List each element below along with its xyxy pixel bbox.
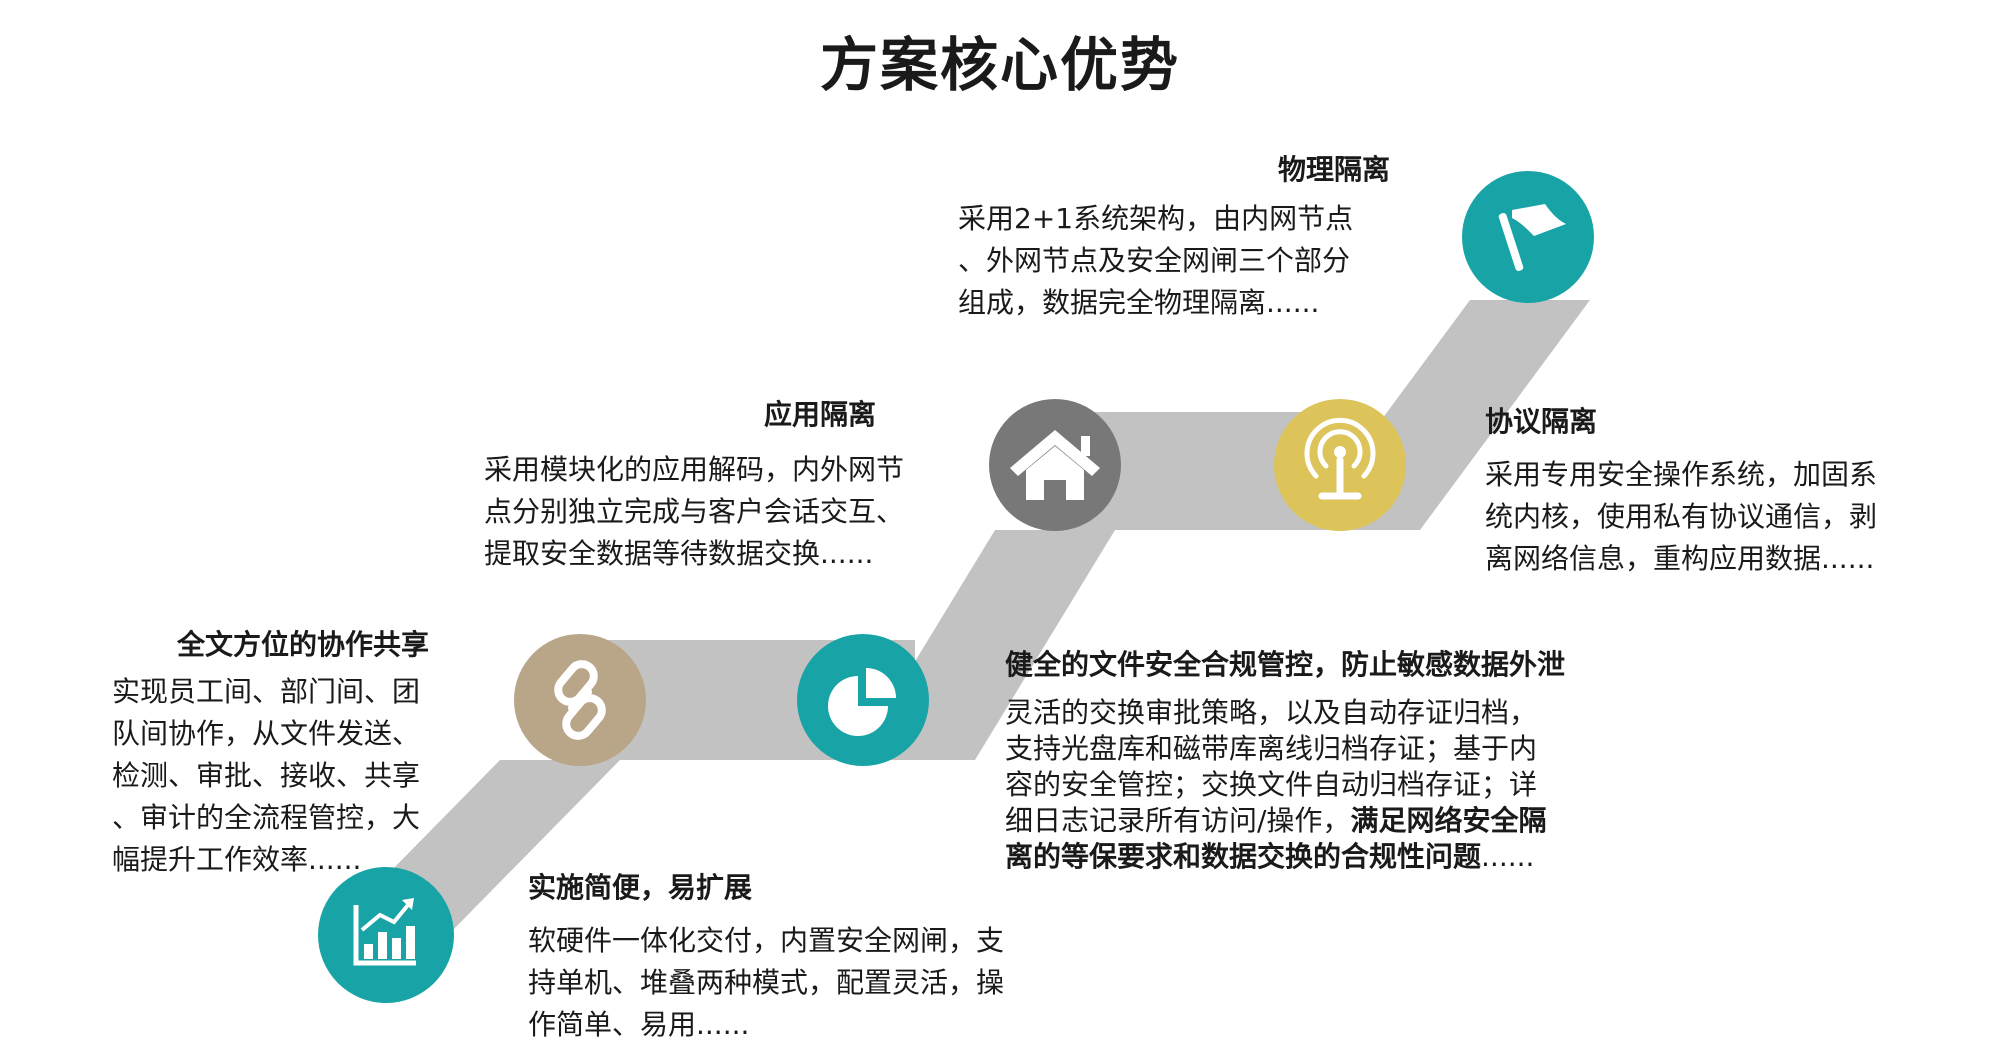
text-line: 支持光盘库和磁带库离线归档存证；基于内 (1005, 732, 1538, 765)
text-line: 持单机、堆叠两种模式，配置灵活，操 (528, 966, 1005, 999)
item-physical-isolation: 物理隔离 采用2+1系统架构，由内网节点 、外网节点及安全网闸三个部分 组成，数… (958, 150, 1398, 324)
antenna-icon (1304, 417, 1376, 500)
text-span: 细日志记录所有访问/操作， (1005, 804, 1351, 837)
step-circle-6 (1462, 171, 1594, 303)
home-icon (1010, 430, 1100, 500)
text-line: 队间协作，从文件发送、 (112, 717, 421, 750)
pie-chart-icon (828, 668, 896, 736)
step-circle-1 (318, 867, 454, 1003)
item-protocol-isolation: 协议隔离 采用专用安全操作系统，加固系 统内核，使用私有协议通信，剥 离网络信息… (1485, 402, 1925, 580)
text-line: 细日志记录所有访问/操作，满足网络安全隔 (1005, 803, 1625, 839)
item-compliance: 健全的文件安全合规管控，防止敏感数据外泄 灵活的交换审批策略，以及自动存证归档，… (1005, 645, 1625, 875)
text-line: 采用专用安全操作系统，加固系 (1485, 458, 1878, 491)
text-span-bold: 离的等保要求和数据交换的合规性问题 (1005, 840, 1482, 873)
step-circle-3 (797, 634, 929, 766)
item-application-isolation: 应用隔离 采用模块化的应用解码，内外网节 点分别独立完成与客户会话交互、 提取安… (484, 395, 954, 575)
item-physical-isolation-text: 采用2+1系统架构，由内网节点 、外网节点及安全网闸三个部分 组成，数据完全物理… (958, 198, 1398, 324)
item-deployment: 实施简便，易扩展 软硬件一体化交付，内置安全网闸，支 持单机、堆叠两种模式，配置… (528, 868, 1048, 1046)
text-line: 组成，数据完全物理隔离...... (958, 286, 1320, 319)
step-circle-5 (1274, 399, 1406, 531)
text-line: 、外网节点及安全网闸三个部分 (958, 244, 1351, 277)
link-icon (554, 660, 606, 740)
text-line: 统内核，使用私有协议通信，剥 (1485, 500, 1878, 533)
item-deployment-heading: 实施简便，易扩展 (528, 871, 753, 904)
page-title: 方案核心优势 (819, 31, 1180, 99)
chart-growth-icon (353, 898, 416, 966)
text-span: ...... (1481, 840, 1535, 873)
text-line: 、审计的全流程管控，大 (112, 801, 421, 834)
text-line: 作简单、易用...... (528, 1008, 750, 1041)
item-protocol-isolation-text: 采用专用安全操作系统，加固系 统内核，使用私有协议通信，剥 离网络信息，重构应用… (1485, 454, 1925, 580)
step-circle-2 (514, 634, 646, 766)
item-collaboration: 全文方位的协作共享 实现员工间、部门间、团 队间协作，从文件发送、 检测、审批、… (112, 625, 442, 881)
text-line: 软硬件一体化交付，内置安全网闸，支 (528, 924, 1005, 957)
item-protocol-isolation-heading: 协议隔离 (1485, 405, 1598, 438)
item-collaboration-heading: 全文方位的协作共享 (177, 628, 430, 661)
item-collaboration-text: 实现员工间、部门间、团 队间协作，从文件发送、 检测、审批、接收、共享 、审计的… (112, 671, 442, 881)
text-line: 采用2+1系统架构，由内网节点 (958, 202, 1354, 235)
item-compliance-heading: 健全的文件安全合规管控，防止敏感数据外泄 (1005, 648, 1566, 681)
text-line: 实现员工间、部门间、团 (112, 675, 421, 708)
text-line: 检测、审批、接收、共享 (112, 759, 421, 792)
flag-icon (1498, 204, 1566, 271)
step-circle-4 (989, 399, 1121, 531)
text-line: 离网络信息，重构应用数据...... (1485, 542, 1875, 575)
item-compliance-text: 灵活的交换审批策略，以及自动存证归档， 支持光盘库和磁带库离线归档存证；基于内 … (1005, 695, 1625, 875)
item-application-isolation-text: 采用模块化的应用解码，内外网节 点分别独立完成与客户会话交互、 提取安全数据等待… (484, 449, 954, 575)
text-line: 幅提升工作效率...... (112, 843, 362, 876)
text-line: 采用模块化的应用解码，内外网节 (484, 453, 905, 486)
item-application-isolation-heading: 应用隔离 (764, 398, 877, 431)
item-deployment-text: 软硬件一体化交付，内置安全网闸，支 持单机、堆叠两种模式，配置灵活，操 作简单、… (528, 920, 1048, 1046)
text-span-bold: 满足网络安全隔 (1350, 804, 1547, 837)
item-physical-isolation-heading: 物理隔离 (1278, 153, 1391, 186)
text-line: 容的安全管控；交换文件自动归档存证；详 (1005, 768, 1538, 801)
text-line: 点分别独立完成与客户会话交互、 (484, 495, 905, 528)
text-line: 灵活的交换审批策略，以及自动存证归档， (1005, 696, 1538, 729)
text-line: 提取安全数据等待数据交换...... (484, 537, 874, 570)
text-line: 离的等保要求和数据交换的合规性问题...... (1005, 839, 1625, 875)
